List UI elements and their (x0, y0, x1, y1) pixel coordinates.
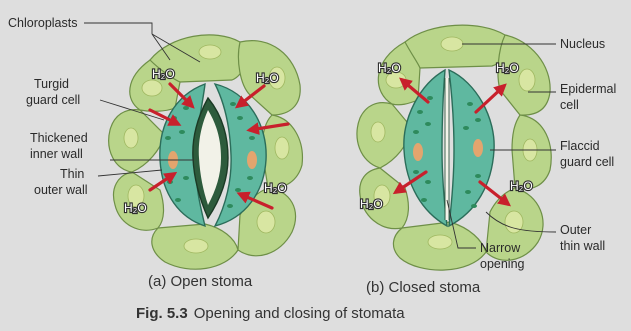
label-narrow-opening-1: Narrow (480, 241, 521, 255)
label-flaccid-guard-cell-1: Flaccid (560, 139, 600, 153)
open-h2o-label-1: H₂O (152, 67, 175, 81)
open-stoma-panel: H₂O H₂O H₂O H₂O Chloroplasts Turgid guar… (8, 16, 302, 290)
label-thin-outer-wall-1: Thin (60, 167, 84, 181)
closed-h2o-label-1: H₂O (378, 61, 401, 75)
label-outer-thin-wall-1: Outer (560, 223, 591, 237)
open-guard-nucleus-right (247, 151, 257, 169)
label-epidermal-cell-2: cell (560, 98, 579, 112)
open-h2o-label-3: H₂O (124, 201, 147, 215)
closed-stoma-panel: H₂O H₂O H₂O H₂O Nucleus Epidermal cell F… (357, 25, 616, 296)
caption-open-stoma: (a) Open stoma (148, 273, 253, 290)
figure-number: Fig. 5.3 (136, 305, 188, 322)
label-outer-thin-wall-2: thin wall (560, 239, 605, 253)
label-epidermal-cell-1: Epidermal (560, 82, 616, 96)
closed-h2o-label-4: H₂O (510, 179, 533, 193)
closed-h2o-label-3: H₂O (360, 197, 383, 211)
closed-h2o-label-2: H₂O (496, 61, 519, 75)
open-h2o-label-4: H₂O (264, 181, 287, 195)
caption-closed-stoma: (b) Closed stoma (366, 279, 481, 296)
label-flaccid-guard-cell-2: guard cell (560, 155, 614, 169)
label-narrow-opening-2: opening (480, 257, 525, 271)
closed-guard-nucleus-left (413, 143, 423, 161)
label-turgid-guard-cell-2: guard cell (26, 93, 80, 107)
closed-guard-nucleus-right (473, 139, 483, 157)
figure-title: Opening and closing of stomata (194, 305, 406, 322)
figure-caption: Fig. 5.3 Opening and closing of stomata (136, 305, 405, 322)
label-nucleus: Nucleus (560, 37, 605, 51)
label-thickened-inner-wall-2: inner wall (30, 147, 83, 161)
label-turgid-guard-cell-1: Turgid (34, 77, 69, 91)
label-chloroplasts: Chloroplasts (8, 16, 77, 30)
label-thickened-inner-wall-1: Thickened (30, 131, 88, 145)
open-h2o-label-2: H₂O (256, 71, 279, 85)
label-thin-outer-wall-2: outer wall (34, 183, 88, 197)
